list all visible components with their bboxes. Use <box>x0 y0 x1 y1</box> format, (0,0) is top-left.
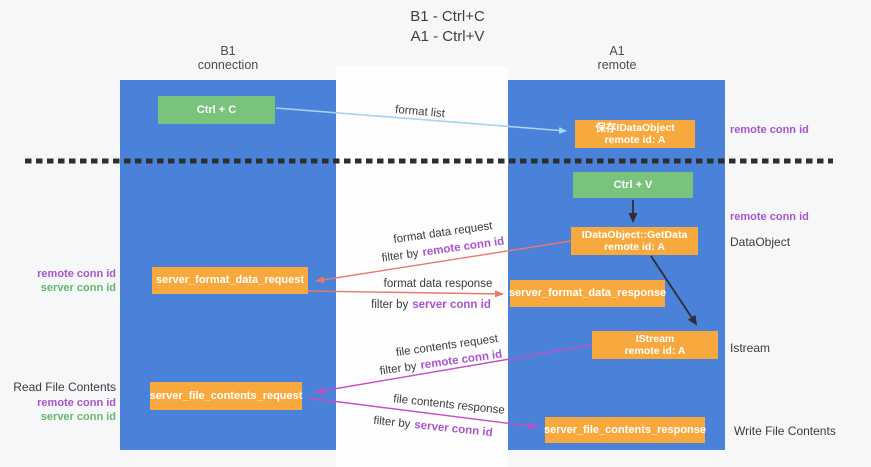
server-file-contents-response-box: server_file_contents_response <box>543 417 707 443</box>
server-file-contents-request-box: server_file_contents_request <box>150 382 302 410</box>
left-server-conn-id-label-2: server conn id <box>40 411 116 423</box>
istream-line2: remote id: A <box>624 345 686 357</box>
server-file-contents-response-label: server_file_contents_response <box>543 423 707 436</box>
idataobject-getdata-box: IDataObject::GetData remote id: A <box>571 227 698 255</box>
format-data-response-label: format data response <box>383 278 493 290</box>
server-format-data-request-box: server_format_data_request <box>152 267 308 294</box>
left-column-role: connection <box>197 58 259 72</box>
title-line-1: B1 - Ctrl+C <box>410 8 485 25</box>
server-file-contents-request-label: server_file_contents_request <box>149 389 303 402</box>
istream-line1: IStream <box>635 332 675 345</box>
left-server-conn-id-label-1: server conn id <box>40 282 116 294</box>
ctrl-v-box: Ctrl + V <box>573 172 693 198</box>
format-list-arrow <box>275 107 567 134</box>
right-remote-conn-id-label-1: remote conn id <box>730 124 809 136</box>
right-remote-conn-id-label-2: remote conn id <box>730 211 809 223</box>
server-format-data-response-label: server_format_data_response <box>508 287 667 299</box>
file-contents-request-arrow <box>315 344 593 395</box>
server-format-data-request-label: server_format_data_request <box>156 274 304 286</box>
ctrl-c-label: Ctrl + C <box>196 103 237 116</box>
save-idataobject-box: 保存IDataObject remote id: A <box>575 120 695 148</box>
getdata-to-istream-arrow <box>650 255 698 326</box>
save-idataobject-line2: remote id: A <box>604 134 666 146</box>
idataobject-getdata-line1: IDataObject::GetData <box>581 228 688 241</box>
middle-lane-background <box>336 66 508 467</box>
right-column-role: remote <box>597 58 637 72</box>
left-column-name: B1 <box>220 44 236 58</box>
right-column-header: A1 remote <box>509 44 725 72</box>
file-contents-response-arrow <box>307 397 538 430</box>
right-column-name: A1 <box>609 44 625 58</box>
ctrl-c-box: Ctrl + C <box>158 96 275 124</box>
left-remote-conn-id-label-2: remote conn id <box>37 397 116 409</box>
format-data-request-arrow <box>315 240 572 284</box>
istream-side-label: Istream <box>730 341 771 355</box>
read-file-contents-label: Read File Contents <box>13 380 116 394</box>
write-file-contents-label: Write File Contents <box>734 424 836 438</box>
filter-by-text: filter by <box>371 299 409 311</box>
ctrl-v-label: Ctrl + V <box>613 178 653 191</box>
server-format-data-response-box: server_format_data_response <box>508 280 667 307</box>
left-remote-conn-id-label-1: remote conn id <box>37 268 116 280</box>
title-line-2: A1 - Ctrl+V <box>410 28 485 45</box>
diagram-title: B1 - Ctrl+C A1 - Ctrl+V <box>25 7 870 47</box>
istream-box: IStream remote id: A <box>592 331 718 359</box>
server-conn-id-text: server conn id <box>412 299 491 311</box>
left-column-header: B1 connection <box>120 44 336 72</box>
dataobject-label: DataObject <box>730 235 791 249</box>
save-idataobject-line1: 保存IDataObject <box>595 121 675 134</box>
idataobject-getdata-line2: remote id: A <box>604 241 665 253</box>
format-data-response-arrow <box>307 290 504 298</box>
